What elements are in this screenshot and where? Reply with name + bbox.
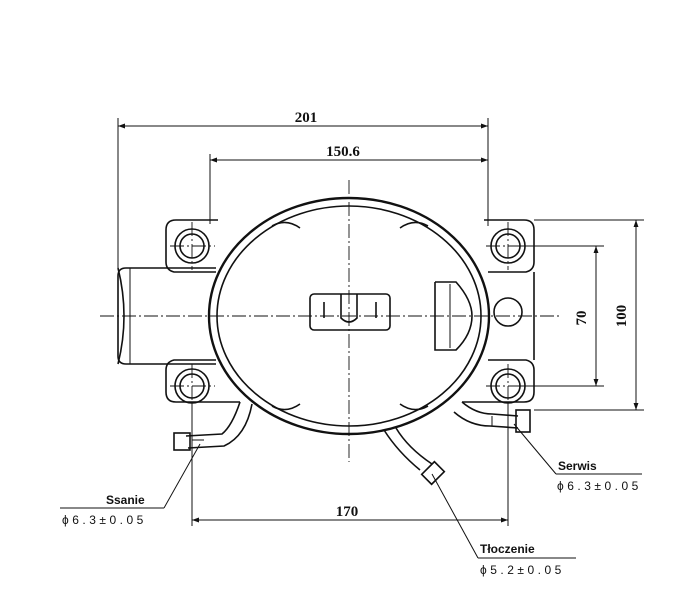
dimension-base-width bbox=[191, 404, 509, 526]
service-label: Serwis bbox=[558, 459, 597, 473]
suction-tolerance: ϕ6.3±0.05 bbox=[62, 513, 147, 527]
dimension-inner-width bbox=[209, 154, 488, 224]
suction-label: Ssanie bbox=[106, 493, 145, 507]
discharge-pipe bbox=[383, 427, 446, 486]
mounting-holes bbox=[174, 228, 526, 404]
dimension-label-150-6: 150.6 bbox=[326, 144, 360, 160]
dimension-label-70: 70 bbox=[574, 311, 590, 326]
dimension-hole-spacing-100 bbox=[534, 219, 644, 411]
dimension-overall-width bbox=[117, 118, 489, 270]
discharge-label: Tłoczenie bbox=[480, 542, 535, 556]
leader-lines bbox=[60, 423, 642, 559]
terminal-box bbox=[117, 267, 216, 365]
dimension-hole-spacing-70 bbox=[508, 245, 604, 387]
base-plate bbox=[165, 219, 535, 403]
service-tolerance: ϕ6.3±0.05 bbox=[557, 479, 642, 493]
dimension-label-100: 100 bbox=[614, 305, 630, 328]
dimension-label-201: 201 bbox=[295, 110, 318, 126]
discharge-tolerance: ϕ5.2±0.05 bbox=[480, 563, 565, 577]
nameplate-bracket bbox=[309, 293, 391, 331]
suction-pipe bbox=[173, 401, 253, 451]
compressor-housing bbox=[207, 196, 491, 436]
service-pipe bbox=[453, 401, 531, 433]
dimension-label-170: 170 bbox=[336, 504, 359, 520]
